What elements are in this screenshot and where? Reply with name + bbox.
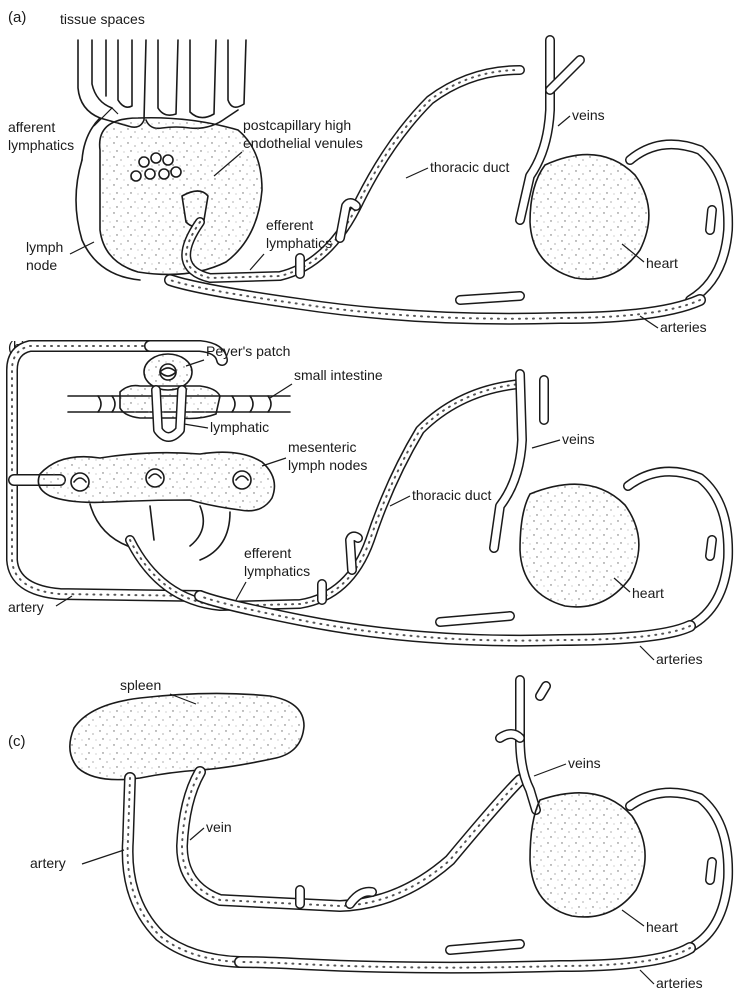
label-veins-c: veins: [568, 755, 601, 771]
label-thoracic-duct-b: thoracic duct: [412, 487, 491, 503]
label-efferent-lymphatics-a: lymphatics: [266, 235, 332, 251]
panel-c: (c): [8, 677, 728, 991]
label-lymphatic: lymphatic: [210, 419, 269, 435]
panel-a-label: (a): [8, 9, 26, 26]
arteries-leader-c: [640, 970, 654, 984]
heart-a: [530, 155, 649, 280]
efferent-leader-b: [236, 582, 246, 600]
label-lymph: lymph: [26, 239, 63, 255]
heart-b: [520, 484, 639, 607]
arteries-leader-b: [640, 646, 654, 660]
label-heart-a: heart: [646, 255, 678, 271]
label-mesenteric-lymph-nodes: lymph nodes: [288, 457, 367, 473]
label-artery-c: artery: [30, 855, 66, 871]
heart-c: [530, 793, 645, 917]
label-arteries-b: arteries: [656, 651, 703, 667]
efferent-leader-a: [250, 254, 264, 270]
label-tissue-spaces: tissue spaces: [60, 11, 145, 27]
label-peyers-patch: Peyer's patch: [206, 343, 290, 359]
label-small-intestine: small intestine: [294, 367, 383, 383]
panel-c-label: (c): [8, 733, 26, 750]
spleen: [70, 693, 304, 779]
splenic-vein: [182, 772, 520, 906]
peyers-patch: [144, 354, 192, 390]
label-mesenteric: mesenteric: [288, 439, 356, 455]
veins-leader-c: [534, 764, 566, 776]
label-spleen: spleen: [120, 677, 161, 693]
label-veins-a: veins: [572, 107, 605, 123]
veins-leader-a: [558, 116, 570, 126]
artery-leader-c: [82, 850, 124, 864]
label-veins-b: veins: [562, 431, 595, 447]
label-afferent-lymphatics: lymphatics: [8, 137, 74, 153]
label-heart-b: heart: [632, 585, 664, 601]
panel-a: (a): [8, 9, 728, 335]
veins-leader-b: [532, 440, 560, 448]
label-heart-c: heart: [646, 919, 678, 935]
heart-leader-c: [622, 910, 644, 926]
label-postcapillary: postcapillary high: [243, 117, 351, 133]
label-thoracic-duct-a: thoracic duct: [430, 159, 509, 175]
lymph-node: [76, 118, 262, 280]
label-efferent-lymphatics-b: lymphatics: [244, 563, 310, 579]
label-endothelial-venules: endothelial venules: [243, 135, 363, 151]
vein-leader-c: [190, 828, 204, 840]
mesenteric-lymph-nodes: [38, 452, 274, 560]
label-artery-b: artery: [8, 599, 44, 615]
label-node: node: [26, 257, 57, 273]
mesenteric-leader: [262, 458, 286, 466]
lymphatic-leader: [184, 424, 208, 428]
label-arteries-a: arteries: [660, 319, 707, 335]
label-afferent: afferent: [8, 119, 55, 135]
thoracic-duct-leader-b: [390, 496, 410, 506]
panel-b: (b): [8, 339, 728, 667]
label-efferent-a: efferent: [266, 217, 313, 233]
label-efferent-b: efferent: [244, 545, 291, 561]
thoracic-duct-leader-a: [406, 168, 428, 178]
label-arteries-c: arteries: [656, 975, 703, 991]
label-vein-c: vein: [206, 819, 232, 835]
lymph-node-leader: [70, 242, 94, 254]
